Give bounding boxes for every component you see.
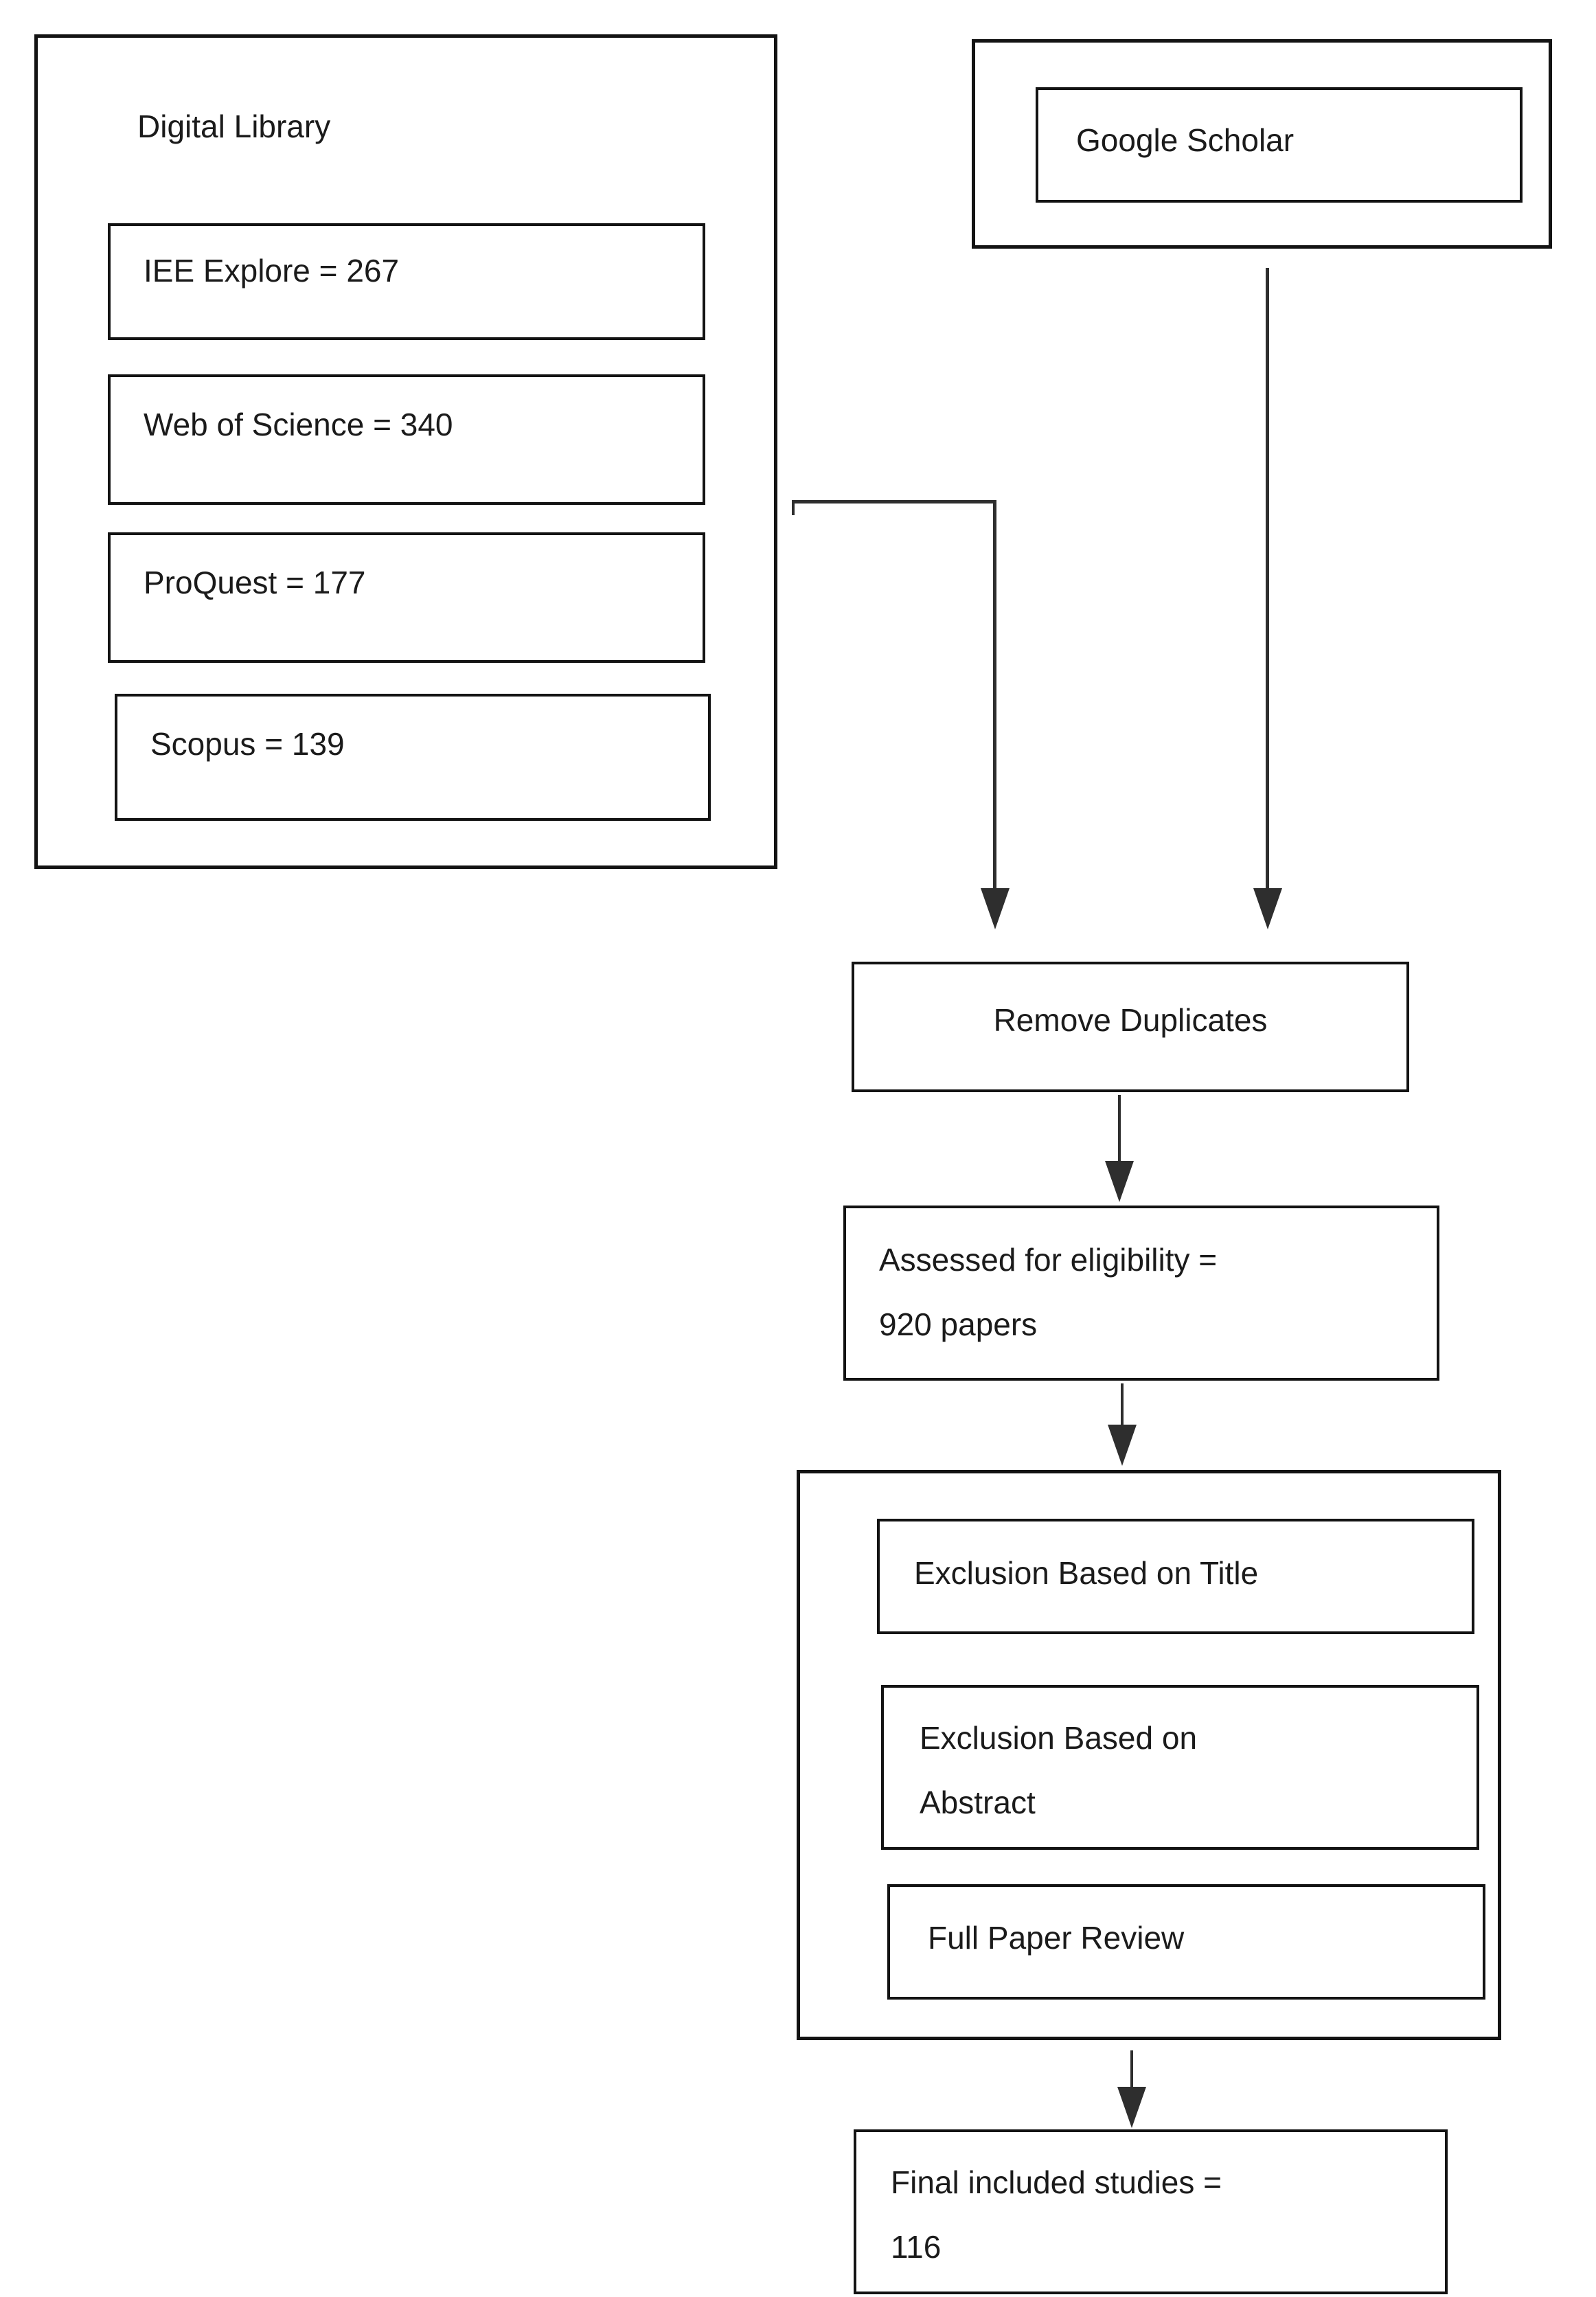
connector-remove-to-assessed-arrowhead bbox=[1105, 1161, 1134, 1202]
exclusion-title-box: Exclusion Based on Title bbox=[877, 1519, 1474, 1634]
connector-google-scholar-arrowhead bbox=[1253, 888, 1282, 929]
connector-digital-library-horizontal bbox=[792, 500, 996, 503]
connector-assessed-to-screening-line bbox=[1121, 1383, 1124, 1426]
connector-digital-library-vertical bbox=[993, 500, 996, 888]
connector-screening-to-final-line bbox=[1130, 2050, 1133, 2088]
final-included-box: Final included studies = 116 bbox=[854, 2129, 1448, 2294]
source-box-scopus: Scopus = 139 bbox=[115, 694, 711, 821]
connector-digital-library-stub bbox=[792, 501, 795, 515]
exclusion-abstract-box: Exclusion Based on Abstract bbox=[881, 1685, 1479, 1850]
connector-assessed-to-screening-arrowhead bbox=[1108, 1425, 1137, 1466]
assessed-eligibility-line2: 920 papers bbox=[879, 1306, 1038, 1343]
connector-google-scholar-vertical bbox=[1266, 268, 1269, 888]
google-scholar-box: Google Scholar bbox=[1036, 87, 1523, 203]
connector-digital-library-arrowhead bbox=[981, 888, 1010, 929]
remove-duplicates-box: Remove Duplicates bbox=[852, 962, 1409, 1092]
google-scholar-group-box: Google Scholar bbox=[972, 39, 1552, 249]
digital-library-title: Digital Library bbox=[137, 109, 331, 144]
digital-library-group-box: Digital Library IEE Explore = 267 Web of… bbox=[34, 34, 777, 869]
source-box-iee-explore: IEE Explore = 267 bbox=[108, 223, 705, 340]
connector-remove-to-assessed-line bbox=[1118, 1095, 1121, 1162]
source-box-web-of-science: Web of Science = 340 bbox=[108, 374, 705, 505]
full-paper-review-box: Full Paper Review bbox=[887, 1884, 1485, 2000]
assessed-eligibility-box: Assessed for eligibility = 920 papers bbox=[843, 1206, 1439, 1381]
connector-screening-to-final-arrowhead bbox=[1117, 2087, 1146, 2128]
final-included-line2: 116 bbox=[891, 2229, 942, 2265]
exclusion-abstract-line2: Abstract bbox=[920, 1785, 1036, 1821]
source-box-proquest: ProQuest = 177 bbox=[108, 532, 705, 663]
exclusion-abstract-line1: Exclusion Based on bbox=[920, 1720, 1198, 1756]
assessed-eligibility-line1: Assessed for eligibility = bbox=[879, 1242, 1218, 1278]
screening-group-box: Exclusion Based on Title Exclusion Based… bbox=[797, 1470, 1501, 2040]
final-included-line1: Final included studies = bbox=[891, 2164, 1222, 2200]
